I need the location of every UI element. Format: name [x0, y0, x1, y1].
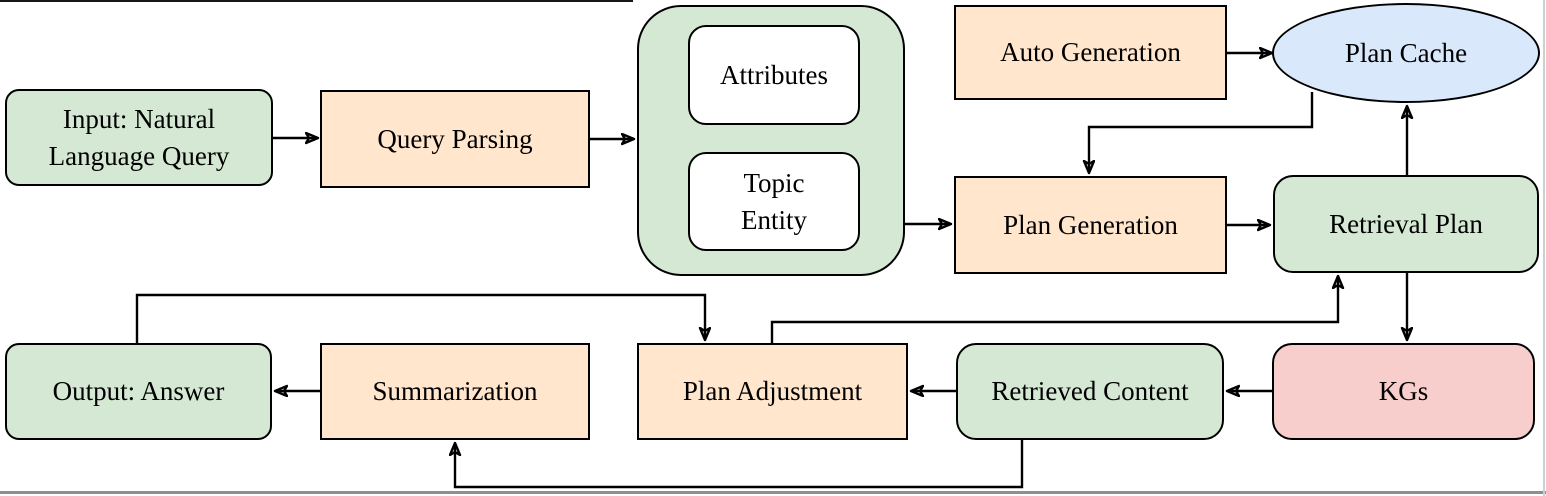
edge-retrieved-content-to-summarization	[455, 440, 1024, 489]
edge-plan-adjustment-to-retrieval-plan	[770, 276, 1338, 343]
right-edge-line	[1543, 0, 1546, 496]
node-retrieved-content: Retrieved Content	[956, 343, 1224, 440]
node-topic-entity: Topic Entity	[688, 152, 860, 251]
edge-output-to-plan-adjustment	[135, 293, 705, 343]
node-plan-adjustment: Plan Adjustment	[637, 343, 908, 440]
node-plan-cache: Plan Cache	[1272, 3, 1540, 103]
node-kgs: KGs	[1272, 343, 1535, 440]
top-edge-line	[0, 0, 633, 2]
bottom-edge-line	[0, 491, 1546, 494]
node-attributes: Attributes	[688, 25, 860, 125]
node-query-parsing: Query Parsing	[320, 90, 590, 188]
node-auto-generation: Auto Generation	[954, 5, 1227, 100]
node-output-answer: Output: Answer	[5, 343, 272, 440]
edge-plan-cache-to-plan-generation	[1089, 92, 1314, 173]
node-retrieval-plan: Retrieval Plan	[1273, 175, 1539, 273]
node-plan-generation: Plan Generation	[954, 176, 1227, 274]
node-summarization: Summarization	[320, 343, 590, 440]
node-input-natural-language-query: Input: Natural Language Query	[5, 89, 273, 186]
